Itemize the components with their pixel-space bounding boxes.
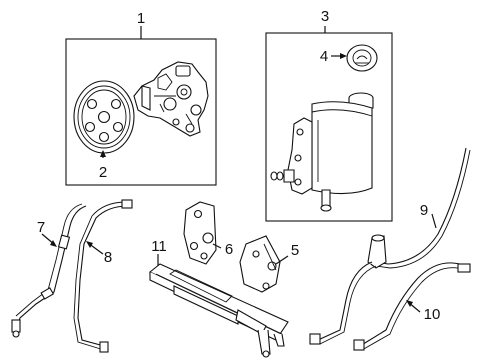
callout-9-leader: [431, 213, 437, 229]
reservoir-tank: [270, 92, 374, 212]
bracket-6: [183, 201, 217, 265]
callout-4: 4: [320, 48, 328, 65]
callout-1: 1: [137, 10, 145, 27]
callout-4-arrowhead: [340, 53, 347, 59]
callout-6: 6: [225, 241, 233, 258]
callout-5-leader: [275, 255, 289, 265]
bracket-5: [239, 235, 281, 293]
callout-11: 11: [151, 238, 167, 255]
lower-hose: [309, 261, 471, 351]
callout-6-leader: [212, 243, 222, 249]
cooler-assembly: [148, 263, 289, 358]
callout-10: 10: [424, 306, 441, 323]
callout-10-arrowhead: [406, 300, 413, 307]
pump-assembly-group: 1 2: [65, 10, 217, 186]
reservoir-hose: [367, 147, 471, 269]
callout-9: 9: [420, 202, 428, 219]
pump-body: [133, 61, 209, 137]
callout-5: 5: [291, 242, 299, 259]
reservoir-assembly-group: 3 4: [265, 8, 393, 222]
callout-8: 8: [104, 249, 112, 266]
callout-2: 2: [99, 164, 107, 181]
callout-3: 3: [321, 8, 329, 25]
pressure-hose: [11, 203, 87, 338]
callout-8-arrowhead: [86, 241, 93, 248]
callout-7: 7: [37, 219, 45, 236]
reservoir-cap: [346, 44, 378, 72]
callout-2-arrowhead: [100, 150, 106, 157]
callout-7-arrowhead: [50, 240, 57, 247]
return-hose: [73, 199, 133, 353]
pump-pulley: [73, 80, 135, 154]
